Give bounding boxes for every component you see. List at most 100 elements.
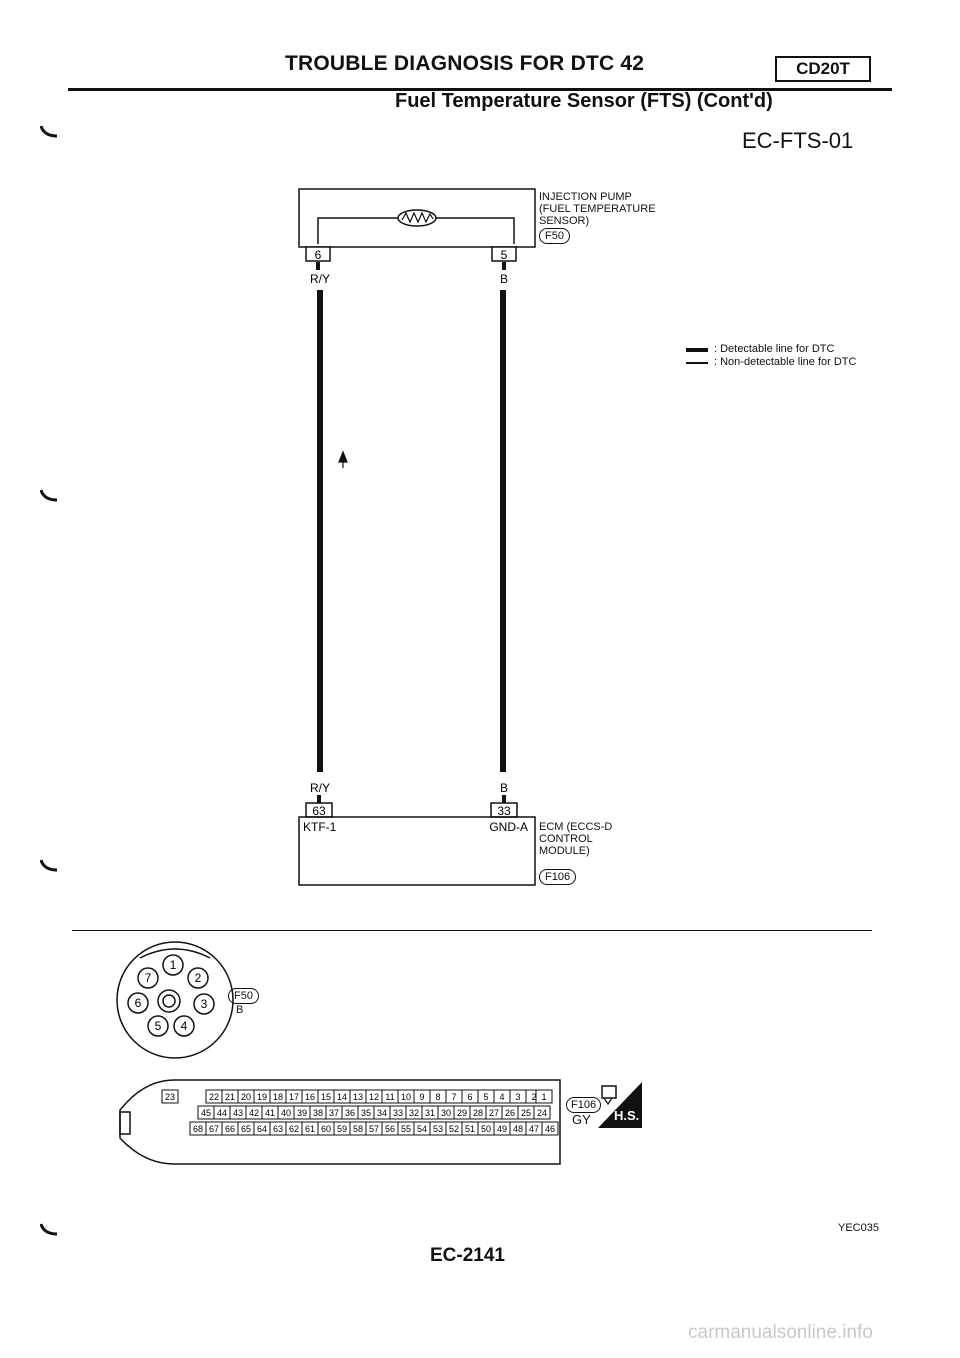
f106-pin: 50 bbox=[481, 1124, 491, 1134]
f106-pin: 68 bbox=[193, 1124, 203, 1134]
legend-thin-line-icon bbox=[686, 361, 708, 364]
f106-pin: 45 bbox=[201, 1108, 211, 1118]
f106-pin: 48 bbox=[513, 1124, 523, 1134]
diagram-code: EC-FTS-01 bbox=[742, 128, 854, 153]
f106-pin-box bbox=[535, 1089, 553, 1104]
f50-pin: 5 bbox=[155, 1019, 162, 1033]
figure-id: YEC035 bbox=[838, 1222, 879, 1234]
f106-connector-tag: F106 bbox=[566, 1097, 602, 1113]
f50-connector-tag: F50 bbox=[228, 988, 259, 1004]
f106-pin: 37 bbox=[329, 1108, 339, 1118]
f106-pin: 8 bbox=[435, 1092, 440, 1102]
f106-pin: 32 bbox=[409, 1108, 419, 1118]
f106-pin: 63 bbox=[273, 1124, 283, 1134]
f106-pin: 22 bbox=[209, 1092, 219, 1102]
ecm-pin-label-right: GND-A bbox=[489, 820, 528, 834]
f106-pin: 36 bbox=[345, 1108, 355, 1118]
sensor-terminal-left: 6 bbox=[315, 248, 322, 262]
f106-pin: 66 bbox=[225, 1124, 235, 1134]
f106-pin: 24 bbox=[537, 1108, 547, 1118]
wire-color-right-bottom: B bbox=[500, 781, 508, 795]
page-subtitle: Fuel Temperature Sensor (FTS) (Cont'd) bbox=[395, 90, 773, 112]
margin-tick-icon bbox=[40, 859, 58, 872]
connector-key-icon bbox=[157, 989, 181, 1013]
f50-pin: 3 bbox=[201, 997, 208, 1011]
sensor-terminal-right: 5 bbox=[501, 248, 508, 262]
f106-pin: 2 bbox=[531, 1092, 536, 1102]
f106-pin: 42 bbox=[249, 1108, 259, 1118]
f106-pin: 19 bbox=[257, 1092, 267, 1102]
f106-pin: 25 bbox=[521, 1108, 531, 1118]
f106-pin: 59 bbox=[337, 1124, 347, 1134]
header-rule bbox=[68, 88, 892, 91]
watermark-url: carmanualsonline.info bbox=[688, 1322, 873, 1343]
f50-pin: 6 bbox=[135, 996, 142, 1010]
f106-pin: 47 bbox=[529, 1124, 539, 1134]
f106-pin: 51 bbox=[465, 1124, 475, 1134]
engine-code-badge: CD20T bbox=[775, 56, 871, 82]
f106-pin: 13 bbox=[353, 1092, 363, 1102]
f50-pin: 1 bbox=[170, 958, 177, 972]
f106-pin: 65 bbox=[241, 1124, 251, 1134]
f106-pin: 49 bbox=[497, 1124, 507, 1134]
f106-pin: 55 bbox=[401, 1124, 411, 1134]
f106-pin: 3 bbox=[515, 1092, 520, 1102]
sensor-terminal-box bbox=[491, 246, 517, 262]
f106-pin: 61 bbox=[305, 1124, 315, 1134]
f106-pin: 12 bbox=[369, 1092, 379, 1102]
f50-pin: 7 bbox=[145, 971, 152, 985]
f106-pin: 44 bbox=[217, 1108, 227, 1118]
f50-connector-diagram: 1 2 3 4 5 6 7 bbox=[116, 941, 234, 1059]
f106-pin: 10 bbox=[401, 1092, 411, 1102]
f106-pin: 56 bbox=[385, 1124, 395, 1134]
f106-pin: 33 bbox=[393, 1108, 403, 1118]
ecm-connector-tag: F106 bbox=[539, 869, 577, 885]
f106-pin: 52 bbox=[449, 1124, 459, 1134]
margin-tick-icon bbox=[40, 1223, 58, 1236]
f106-pin: 4 bbox=[499, 1092, 504, 1102]
legend: : Detectable line for DTC : Non-detectab… bbox=[686, 343, 856, 369]
f106-pin: 15 bbox=[321, 1092, 331, 1102]
page-title: TROUBLE DIAGNOSIS FOR DTC 42 bbox=[285, 52, 645, 75]
legend-non-detectable: : Non-detectable line for DTC bbox=[686, 356, 856, 369]
f106-pin: 31 bbox=[425, 1108, 435, 1118]
hs-badge-label: H.S. bbox=[614, 1108, 640, 1123]
ecm-terminal-right: 33 bbox=[497, 804, 511, 818]
wire-left bbox=[317, 290, 323, 772]
f106-pin-box bbox=[541, 1121, 559, 1136]
f106-pin: 35 bbox=[361, 1108, 371, 1118]
f106-pin: 7 bbox=[451, 1092, 456, 1102]
wiring-diagram: 6 5 R/Y B R/Y B 63 33 KTF-1 GND-A bbox=[298, 188, 536, 886]
ecm-terminal-left: 63 bbox=[312, 804, 326, 818]
f106-pin: 41 bbox=[265, 1108, 275, 1118]
margin-tick-icon bbox=[40, 125, 58, 138]
f50-pin: 4 bbox=[181, 1019, 188, 1033]
wire-color-left-bottom: R/Y bbox=[310, 781, 330, 795]
f106-pin: 46 bbox=[545, 1124, 555, 1134]
f106-pin: 17 bbox=[289, 1092, 299, 1102]
f106-pin: 29 bbox=[457, 1108, 467, 1118]
f106-pin: 5 bbox=[483, 1092, 488, 1102]
f106-pin: 11 bbox=[385, 1092, 394, 1102]
ecm-pin-label-left: KTF-1 bbox=[303, 820, 337, 834]
hs-badge-icon bbox=[598, 1082, 642, 1128]
f106-pin: 67 bbox=[209, 1124, 219, 1134]
f106-pin: 39 bbox=[297, 1108, 307, 1118]
f106-pin: 28 bbox=[473, 1108, 483, 1118]
current-arrow-icon bbox=[338, 450, 348, 468]
f106-pin: 1 bbox=[541, 1092, 546, 1102]
f106-pin: 54 bbox=[417, 1124, 427, 1134]
f50-pin: 2 bbox=[195, 971, 202, 985]
f106-pin: 53 bbox=[433, 1124, 443, 1134]
f106-pin: 30 bbox=[441, 1108, 451, 1118]
f106-pin: 23 bbox=[165, 1092, 175, 1102]
ecm-box bbox=[298, 816, 536, 886]
f106-pin: 21 bbox=[225, 1092, 235, 1102]
f106-pin: 43 bbox=[233, 1108, 243, 1118]
f106-pin: 9 bbox=[419, 1092, 424, 1102]
sensor-connector-tag: F50 bbox=[539, 228, 570, 244]
legend-detectable: : Detectable line for DTC bbox=[686, 343, 856, 356]
f106-pin-box bbox=[533, 1105, 551, 1120]
thermistor-circuit bbox=[317, 217, 515, 244]
